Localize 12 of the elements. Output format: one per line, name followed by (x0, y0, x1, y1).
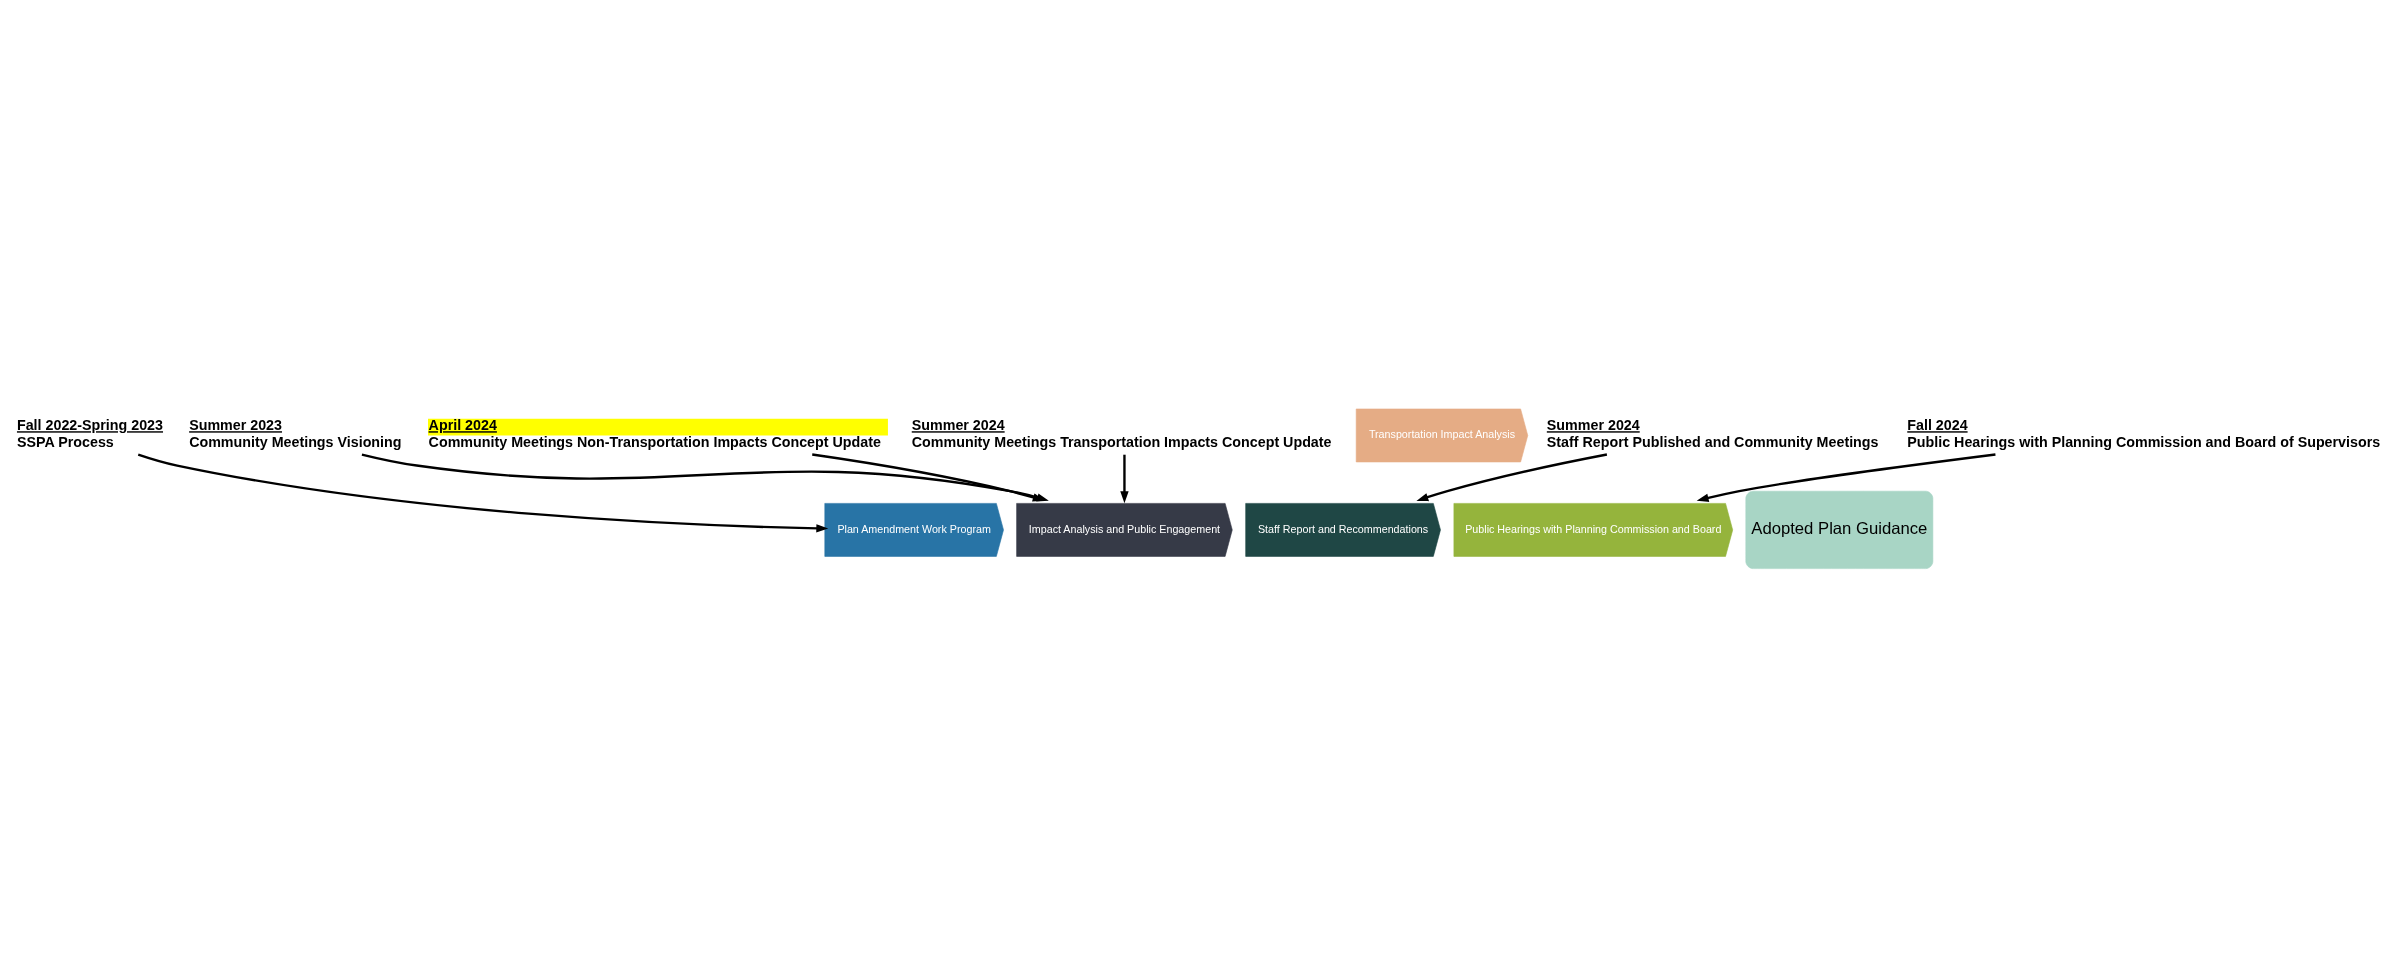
node-text: Fall 2024 Public Hearings with Planning Commission and Board of Supervisors (1907, 417, 2381, 450)
arrow (1416, 453, 1608, 502)
node-box: April 2024 (428, 418, 888, 436)
arrow (1696, 453, 1996, 502)
node-text: Fall 2022-Spring 2023 SSPA Process (16, 417, 164, 450)
node-text: Summer 2024 Community Meetings Transportation Impacts Concept Update (911, 417, 1332, 450)
node-label: Community Meetings Non-Transportation Impacts Concept Update (428, 433, 881, 450)
arrow (1120, 454, 1129, 504)
node-box: Adopted Plan Guidance (1745, 490, 1934, 569)
arrow (137, 453, 829, 533)
node-text: Summer 2023 Community Meetings Visioning (189, 417, 402, 450)
node-text: Summer 2024 Staff Report Published and Community Meetings (1546, 417, 1879, 450)
